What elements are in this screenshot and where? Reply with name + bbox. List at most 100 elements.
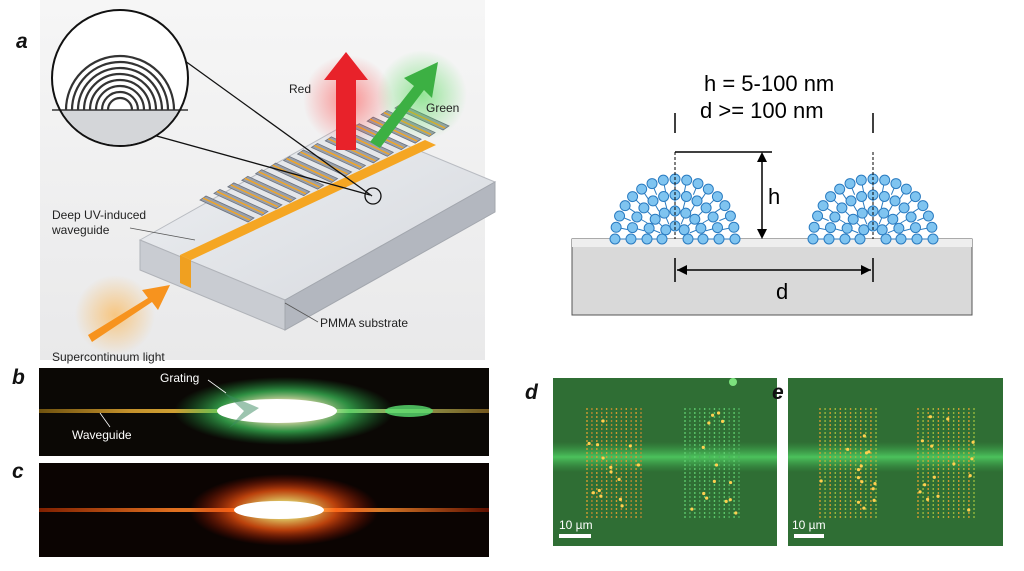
bright-spot bbox=[928, 415, 933, 419]
lipid-head bbox=[643, 222, 655, 234]
lipid-head bbox=[879, 174, 891, 186]
bright-spot bbox=[925, 497, 930, 501]
lipid-head bbox=[845, 195, 857, 207]
lipid-head bbox=[614, 210, 626, 222]
grating-ring bbox=[100, 90, 140, 111]
lipid-head bbox=[609, 233, 621, 245]
label-leaders bbox=[129, 227, 319, 323]
lipid-head bbox=[702, 183, 714, 195]
lipid-head bbox=[657, 174, 669, 186]
label-red: Red bbox=[289, 82, 312, 96]
lipid-head bbox=[889, 195, 901, 207]
bright-spot bbox=[860, 480, 864, 484]
lipid-dome-left bbox=[609, 152, 741, 245]
lipid-head bbox=[625, 233, 637, 245]
lipid-head bbox=[829, 211, 841, 223]
lipid-head bbox=[909, 191, 921, 203]
lipid-head bbox=[856, 190, 868, 202]
panel-a-letter: a bbox=[16, 30, 28, 53]
bright-spot bbox=[724, 499, 728, 503]
input-arrow bbox=[88, 285, 170, 342]
bright-spot bbox=[712, 479, 716, 483]
lipid-head bbox=[627, 191, 639, 203]
lipid-head bbox=[808, 221, 820, 233]
red-output-arrow bbox=[324, 52, 368, 150]
lipid-head bbox=[878, 190, 890, 202]
bright-spot bbox=[936, 494, 940, 498]
pmma-chip bbox=[138, 121, 497, 331]
bright-spot bbox=[705, 496, 709, 500]
lipid-head bbox=[911, 233, 923, 245]
bright-spot bbox=[636, 463, 641, 467]
lipid-head bbox=[927, 233, 939, 245]
lipid-head bbox=[695, 222, 707, 234]
lipid-head bbox=[669, 205, 681, 217]
lipid-head bbox=[678, 224, 690, 236]
bright-spot bbox=[968, 473, 972, 478]
bright-spot bbox=[591, 491, 595, 495]
grating-highlight bbox=[202, 197, 251, 221]
panel-d-micrograph bbox=[553, 378, 777, 546]
grating-highlight bbox=[314, 144, 362, 169]
scale-bar-e bbox=[794, 534, 824, 538]
lipid-head bbox=[812, 210, 824, 222]
bright-spot bbox=[867, 450, 871, 454]
bright-spot bbox=[599, 494, 603, 498]
bright-spot bbox=[862, 506, 866, 510]
lipid-head bbox=[900, 183, 912, 195]
panel-b-leaders bbox=[99, 379, 227, 428]
grating-highlight bbox=[216, 190, 265, 215]
grating-highlight bbox=[300, 151, 348, 175]
grating-ring bbox=[88, 78, 152, 111]
lipid-head bbox=[807, 233, 819, 245]
bright-spot bbox=[862, 434, 866, 438]
lipid-head bbox=[836, 202, 848, 214]
lipid-head bbox=[692, 178, 704, 190]
lipid-head bbox=[895, 233, 907, 245]
lipid-head bbox=[847, 213, 859, 225]
lipid-head bbox=[824, 222, 836, 234]
lipid-head bbox=[898, 202, 910, 214]
waveguide-end bbox=[180, 255, 191, 288]
bright-spot bbox=[873, 482, 877, 486]
grating-highlight bbox=[244, 177, 293, 201]
grating-pattern-right bbox=[684, 408, 740, 518]
bright-spot bbox=[946, 417, 950, 421]
grating-pattern-left bbox=[819, 408, 877, 518]
lipid-head bbox=[728, 221, 740, 233]
lipid-dome-right bbox=[807, 152, 939, 245]
lipid-head bbox=[839, 233, 851, 245]
grating-ring bbox=[82, 72, 158, 111]
lipid-head bbox=[647, 195, 659, 207]
bright-spot bbox=[971, 440, 975, 444]
lipid-head bbox=[697, 233, 709, 245]
grating bbox=[199, 103, 450, 223]
lipid-head bbox=[867, 205, 879, 217]
schematic-drawing bbox=[571, 113, 973, 316]
bright-spot bbox=[714, 463, 719, 467]
waveguide-strip bbox=[180, 140, 436, 260]
lipid-head bbox=[631, 211, 643, 223]
panel-b-micrograph bbox=[39, 368, 489, 456]
lipid-head bbox=[922, 210, 934, 222]
lipid-head bbox=[681, 174, 693, 186]
lipid-head bbox=[890, 178, 902, 190]
lipid-head bbox=[905, 211, 917, 223]
device-illustration bbox=[40, 0, 497, 360]
bright-spot bbox=[918, 490, 922, 494]
bright-spot bbox=[617, 477, 621, 481]
grating-ring bbox=[94, 84, 146, 111]
bright-spot bbox=[711, 413, 715, 417]
lipid-head bbox=[610, 221, 622, 233]
d-label: d bbox=[776, 279, 789, 304]
bright-spot bbox=[728, 480, 733, 485]
lipid-head bbox=[856, 207, 868, 219]
lipid-head bbox=[711, 191, 723, 203]
label-waveguide-b: Waveguide bbox=[72, 428, 132, 442]
bright-spot bbox=[702, 491, 706, 496]
lipid-head bbox=[649, 213, 661, 225]
substrate-block bbox=[571, 238, 973, 316]
bright-spot bbox=[859, 464, 863, 468]
lipid-head bbox=[841, 222, 853, 234]
grating-highlight bbox=[230, 184, 279, 208]
